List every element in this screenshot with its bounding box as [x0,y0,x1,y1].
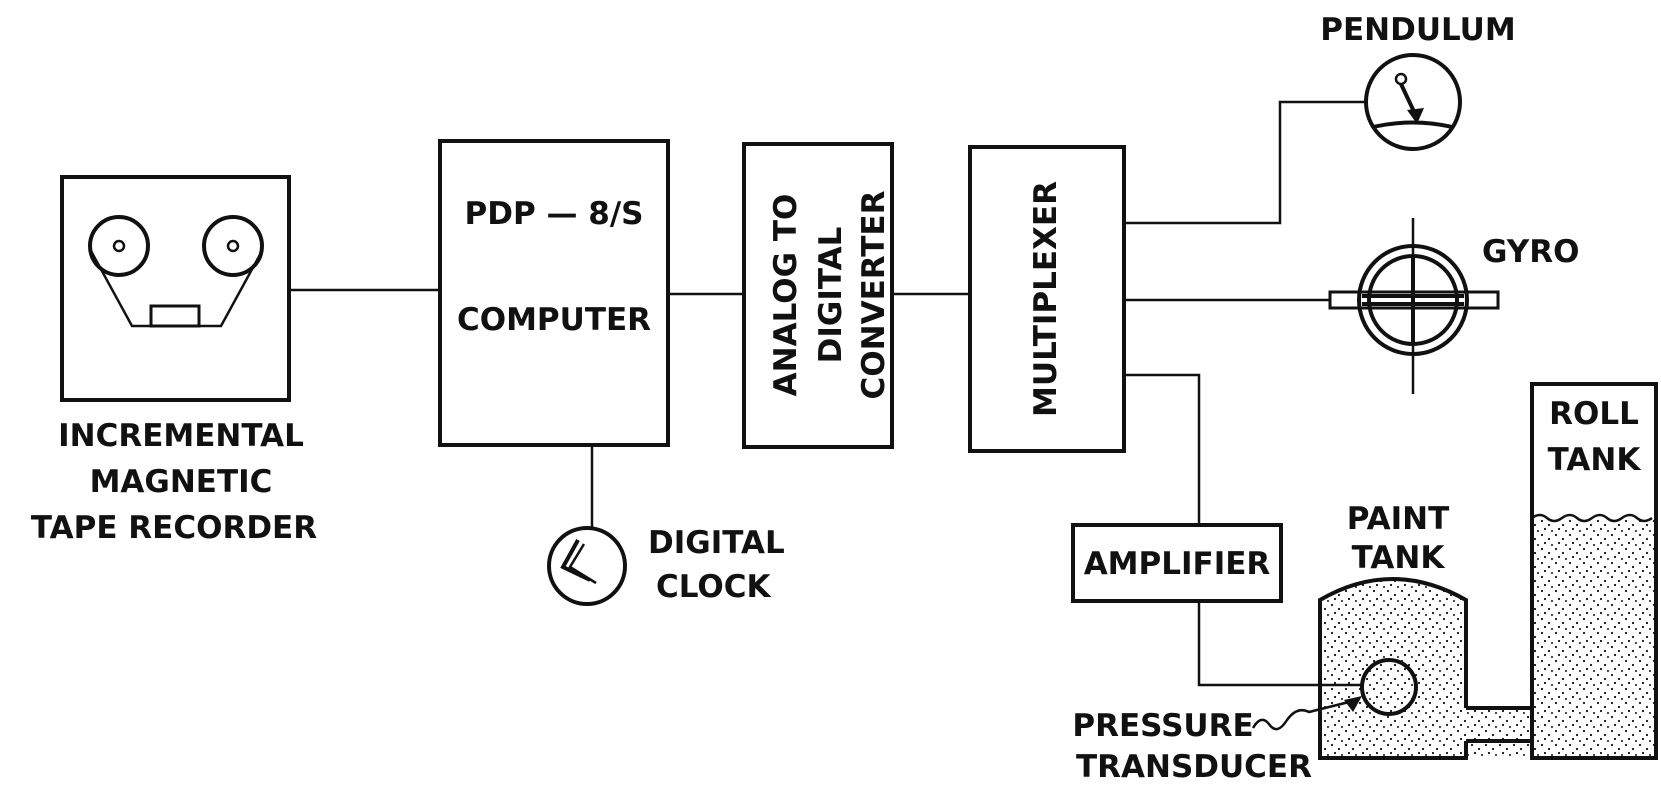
wire-multiplexer-pendulum [1124,100,1366,225]
paint-tank-fill [1320,579,1532,758]
connection-lines [290,100,1366,687]
pendulum-icon [1364,53,1462,151]
computer: PDP — 8/S COMPUTER [438,139,670,447]
clock-hands-icon [560,539,591,582]
pressure-transducer-label-1: PRESSURE [1072,708,1253,744]
tape-recorder-label-3: TAPE RECORDER [31,510,317,546]
tape-recorder: INCREMENTAL MAGNETIC TAPE RECORDER [31,175,317,546]
pressure-transducer-icon [1360,658,1418,716]
tape-reel-left-icon [88,215,150,277]
tape-recorder-label-2: MAGNETIC [90,464,273,500]
computer-model-label: PDP — 8/S [465,196,644,232]
paint-tank-label-1: PAINT [1347,501,1450,537]
multiplexer-box [968,145,1126,453]
adc-box [742,142,894,449]
gyro: GYRO [1328,218,1579,394]
connecting-pipe [1466,706,1532,743]
roll-tank-outline [1530,382,1658,760]
digital-clock-label-1: DIGITAL [648,525,785,561]
roll-tank-water-level [1531,513,1653,523]
amplifier-label: AMPLIFIER [1084,546,1271,582]
tape-recorder-label-1: INCREMENTAL [58,418,304,454]
tanks: PAINT TANK ROLL TANK [1318,382,1658,760]
adc-label-1: ANALOG TO [768,194,804,397]
tape-reel-right-icon [202,215,264,277]
wire-multiplexer-amplifier [1124,373,1201,525]
roll-tank-label-2: TANK [1548,442,1642,478]
transducer-leader-line [1251,698,1358,731]
multiplexer: MULTIPLEXER [968,145,1126,453]
paint-tank-outline [1318,577,1468,760]
clock-icon [547,526,627,606]
computer-label: COMPUTER [457,302,651,338]
amplifier: AMPLIFIER [1071,523,1283,603]
amplifier-box [1071,523,1283,603]
paint-tank-label-2: TANK [1352,540,1446,576]
pressure-transducer-label-2: TRANSDUCER [1076,749,1312,785]
pendulum-scale [1372,120,1453,129]
adc: ANALOG TO DIGITAL CONVERTER [742,142,894,449]
pendulum-label: PENDULUM [1320,12,1515,48]
adc-label-2: DIGITAL [813,227,849,364]
adc-label-3: CONVERTER [856,190,892,399]
computer-box [438,139,670,447]
tape-head-icon [149,304,201,328]
digital-clock-label-2: CLOCK [656,569,772,605]
digital-clock: DIGITAL CLOCK [547,525,785,606]
pressure-transducer: PRESSURE TRANSDUCER [1072,658,1418,785]
roll-tank-label-1: ROLL [1549,396,1639,432]
wire-amplifier-transducer [1197,601,1362,687]
tape-recorder-box [60,175,291,402]
gyro-icon [1357,244,1469,356]
pendulum: PENDULUM [1320,12,1516,151]
roll-tank-fill [1532,518,1656,758]
gyro-label: GYRO [1482,234,1579,270]
multiplexer-label: MULTIPLEXER [1028,181,1064,417]
